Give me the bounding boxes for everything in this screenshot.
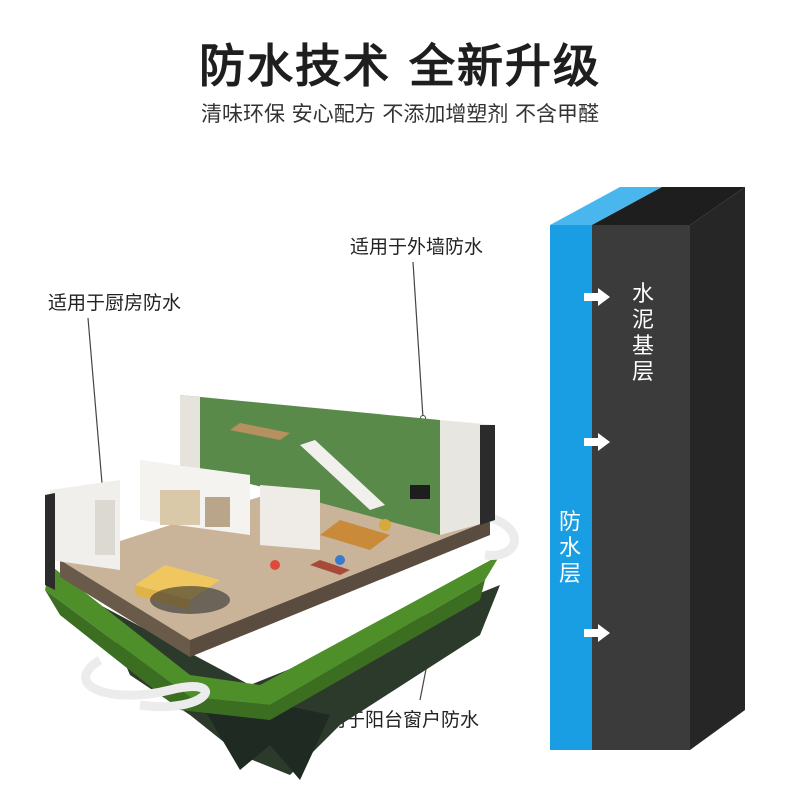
house-illustration [45,395,519,780]
waterproof-layer-front [550,225,592,750]
staircase [300,440,385,510]
waterproof-layer-top [550,187,662,225]
waterproof-layer-label: 防水层 [558,510,581,587]
cement-layer-top [592,187,745,225]
page-title: 防水技术 全新升级 [198,39,601,93]
arrow-right-icon [584,288,610,306]
callout-exterior-wall-waterproof: 适用于外墙防水 [350,236,484,258]
sofa [320,520,390,550]
layer-diagram [550,187,745,750]
cement-base-label: 水泥基层 [631,282,654,385]
arrow-right-icon [584,624,610,642]
cement-layer-front [592,225,690,750]
arrow-right-icon [584,433,610,451]
pipe-ribbon [81,656,210,712]
grass-base [45,555,500,705]
page-subtitle: 清味环保 安心配方 不添加增塑剂 不含甲醛 [200,102,600,126]
cement-layer-side [690,187,745,750]
callout-kitchen-waterproof: 适用于厨房防水 [48,292,182,314]
